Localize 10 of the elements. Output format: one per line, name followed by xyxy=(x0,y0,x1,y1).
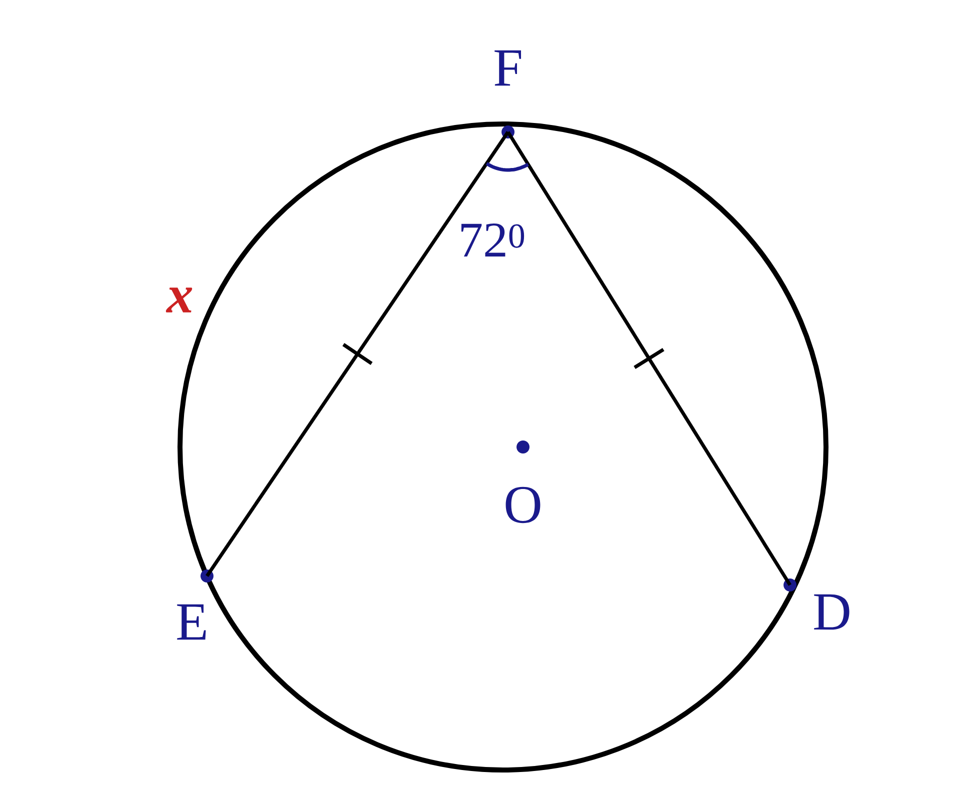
arc-label: x xyxy=(166,288,192,312)
point-label: F xyxy=(494,50,522,86)
point xyxy=(200,570,214,582)
point-label: O xyxy=(506,486,540,524)
point-label: E xyxy=(177,604,206,640)
point-label: D xyxy=(814,594,850,630)
chord xyxy=(206,131,510,577)
chord xyxy=(506,131,792,586)
point xyxy=(516,440,530,454)
angle-label: 72$^{0}$ xyxy=(461,224,524,256)
